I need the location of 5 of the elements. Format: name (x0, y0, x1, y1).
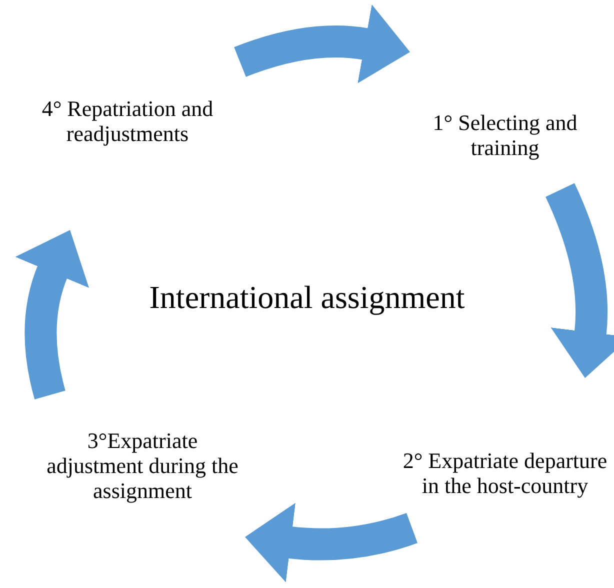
step-label: 2° Expatriate departure in the host-country (402, 448, 608, 498)
center-title: International assignment (148, 278, 466, 317)
step-label: 1° Selecting and training (432, 110, 578, 160)
step-label: 3°Expatriate adjustment during the assignment (46, 428, 240, 503)
step-label: 4° Repatriation and readjustments (40, 96, 214, 146)
